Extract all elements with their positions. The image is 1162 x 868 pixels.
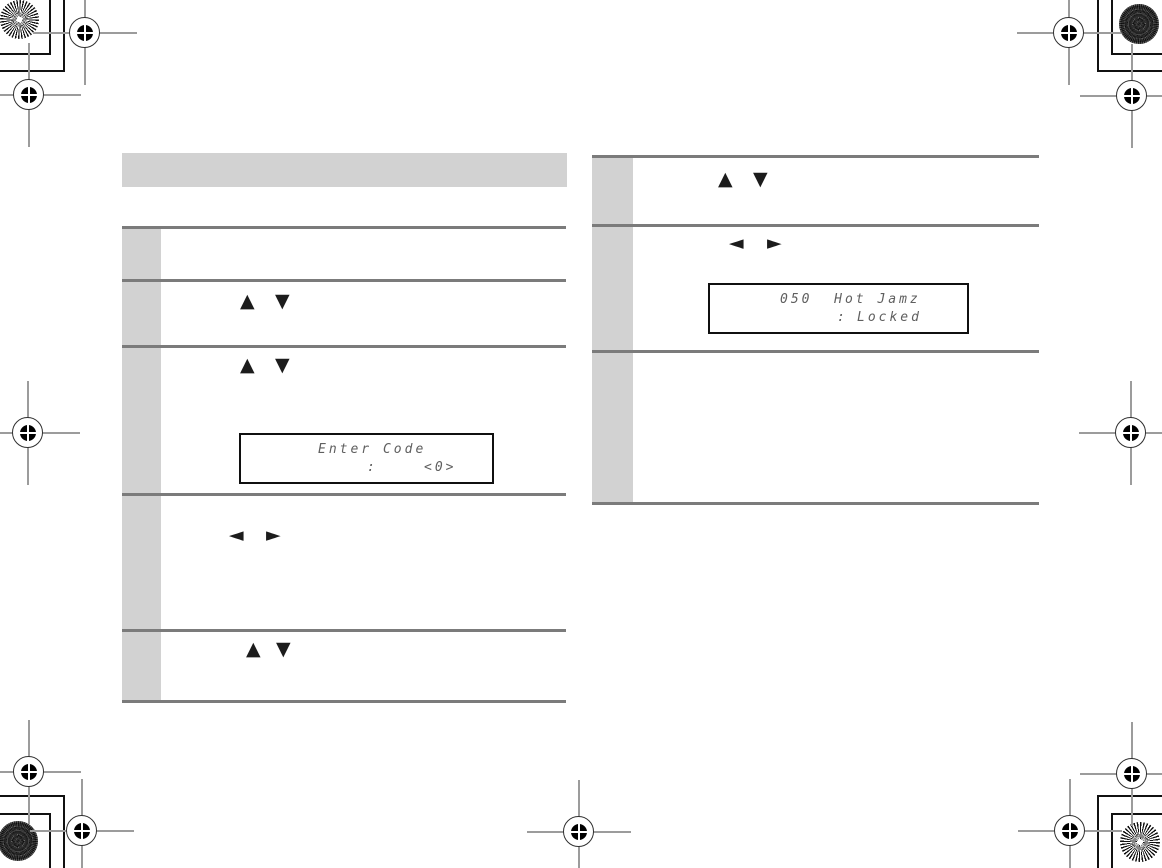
step-number-cell <box>592 227 633 350</box>
step-rule <box>122 629 566 632</box>
registration-crosshair-icon <box>1079 381 1162 485</box>
registration-crosshair-icon <box>33 0 137 85</box>
lcd-display-enter-code: Enter Code : <0> <box>239 433 494 484</box>
right-arrow-icon: ► <box>266 524 281 546</box>
trim-box-top-left-outer <box>0 0 65 72</box>
right-arrow-icon: ► <box>767 232 782 254</box>
step-number-cell <box>122 348 161 493</box>
step-number-cell <box>122 496 161 629</box>
up-arrow-icon: ▲ <box>246 638 261 660</box>
rosette-calibration-icon <box>0 821 38 861</box>
registration-crosshair-icon <box>1018 779 1122 868</box>
step-number-cell <box>592 158 633 224</box>
down-arrow-icon: ▼ <box>753 168 768 190</box>
registration-crosshair-icon <box>1080 722 1162 826</box>
lcd-line1: 050 Hot Jamz <box>780 292 921 307</box>
left-arrow-icon: ◄ <box>729 232 744 254</box>
trim-box-top-left-inner <box>0 0 51 55</box>
step-number-cell <box>122 229 161 279</box>
trim-box-top-right-inner <box>1111 0 1162 55</box>
registration-crosshair-icon <box>0 381 80 485</box>
step-rule <box>122 700 566 703</box>
trim-box-bottom-right-inner <box>1111 813 1162 868</box>
step-rule <box>122 279 566 282</box>
step-number-cell <box>122 632 161 700</box>
starburst-calibration-icon <box>0 0 39 39</box>
registration-crosshair-icon <box>0 43 81 147</box>
registration-crosshair-icon <box>0 720 81 824</box>
step-number-cell <box>122 282 161 345</box>
registration-crosshair-icon <box>1017 0 1121 85</box>
step-number-cell <box>592 353 633 502</box>
starburst-calibration-icon <box>1120 822 1160 862</box>
section-header-bar <box>122 153 567 187</box>
down-arrow-icon: ▼ <box>275 290 290 312</box>
step-rule <box>592 350 1039 353</box>
lcd-separator: : <box>837 310 848 325</box>
left-arrow-icon: ◄ <box>229 524 244 546</box>
lcd-value: Locked <box>857 310 922 325</box>
up-arrow-icon: ▲ <box>240 354 255 376</box>
step-rule <box>592 502 1039 505</box>
step-rule <box>592 155 1039 158</box>
registration-crosshair-icon <box>30 779 134 868</box>
registration-crosshair-icon <box>527 780 631 868</box>
step-rule <box>122 493 566 496</box>
step-rule <box>592 224 1039 227</box>
lcd-display-channel-lock: 050 Hot Jamz : Locked <box>708 283 969 334</box>
step-rule <box>122 345 566 348</box>
step-rule <box>122 226 566 229</box>
lcd-separator: : <box>367 460 378 475</box>
lcd-line1: Enter Code <box>318 442 427 457</box>
up-arrow-icon: ▲ <box>718 168 733 190</box>
trim-box-bottom-left-inner <box>0 813 51 868</box>
down-arrow-icon: ▼ <box>276 638 291 660</box>
trim-box-top-right-outer <box>1097 0 1162 72</box>
up-arrow-icon: ▲ <box>240 290 255 312</box>
lcd-value: <0> <box>424 460 457 475</box>
down-arrow-icon: ▼ <box>275 354 290 376</box>
registration-crosshair-icon <box>1080 44 1162 148</box>
rosette-calibration-icon <box>1119 4 1159 44</box>
